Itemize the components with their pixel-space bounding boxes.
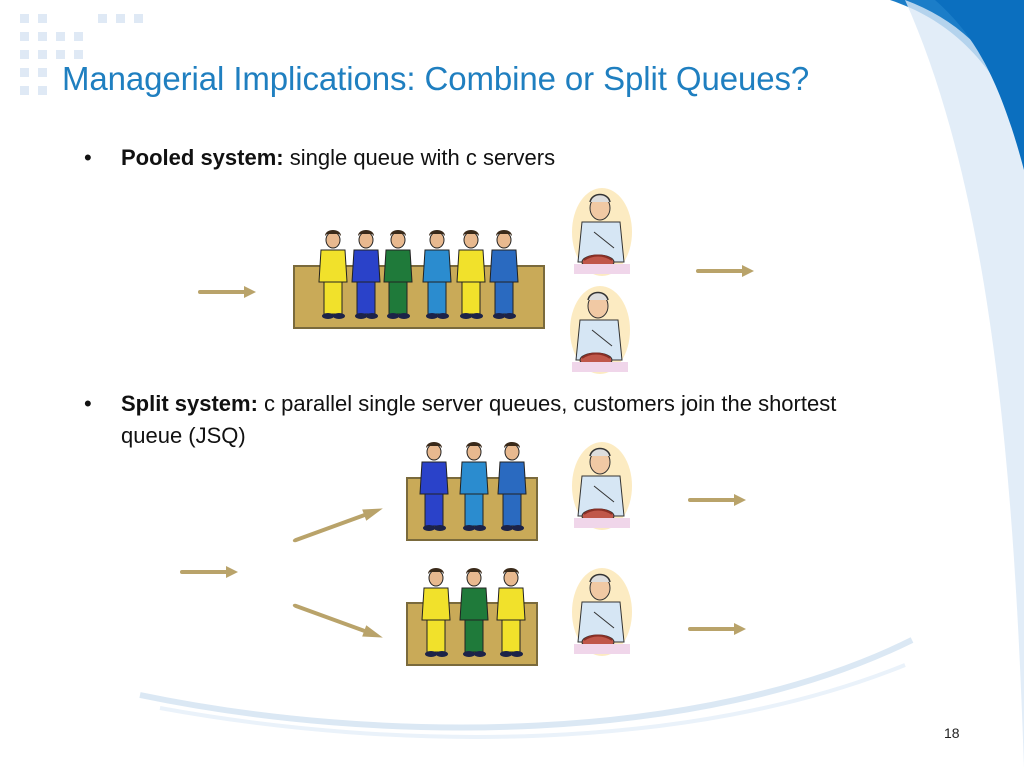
pooled-system-diagram: [198, 187, 756, 375]
arrival-arrow-icon: [198, 284, 258, 300]
bullet-text: Pooled system: single queue with c serve…: [121, 142, 881, 174]
departure-arrow-icon: [688, 621, 748, 637]
bullet-body: single queue with c servers: [283, 145, 556, 170]
bottom-arc-decoration: [139, 637, 914, 739]
bullet-label: Split system:: [121, 391, 258, 416]
departure-arrow-icon: [696, 263, 756, 279]
bullet-marker: •: [84, 391, 92, 416]
departure-arrow-icon: [688, 492, 748, 508]
arrival-arrow-icon: [180, 564, 240, 580]
split-system-diagram: [180, 441, 748, 666]
bullet-marker: •: [84, 145, 92, 170]
slide-title: Managerial Implications: Combine or Spli…: [62, 60, 810, 97]
page-number: 18: [944, 725, 960, 741]
corner-swoosh-decoration: [890, 0, 1024, 768]
bullet-body: c parallel single server queues, custome…: [121, 391, 837, 448]
bullet-text: Split system: c parallel single server q…: [121, 388, 866, 452]
server-icon: [571, 187, 633, 277]
dot-grid-decoration: [20, 14, 143, 95]
branch-arrow-icon: [294, 503, 385, 546]
server-icon: [571, 441, 633, 531]
server-icon: [571, 567, 633, 657]
branch-arrow-icon: [294, 600, 385, 643]
server-icon: [569, 285, 631, 375]
bullet-label: Pooled system:: [121, 145, 284, 170]
